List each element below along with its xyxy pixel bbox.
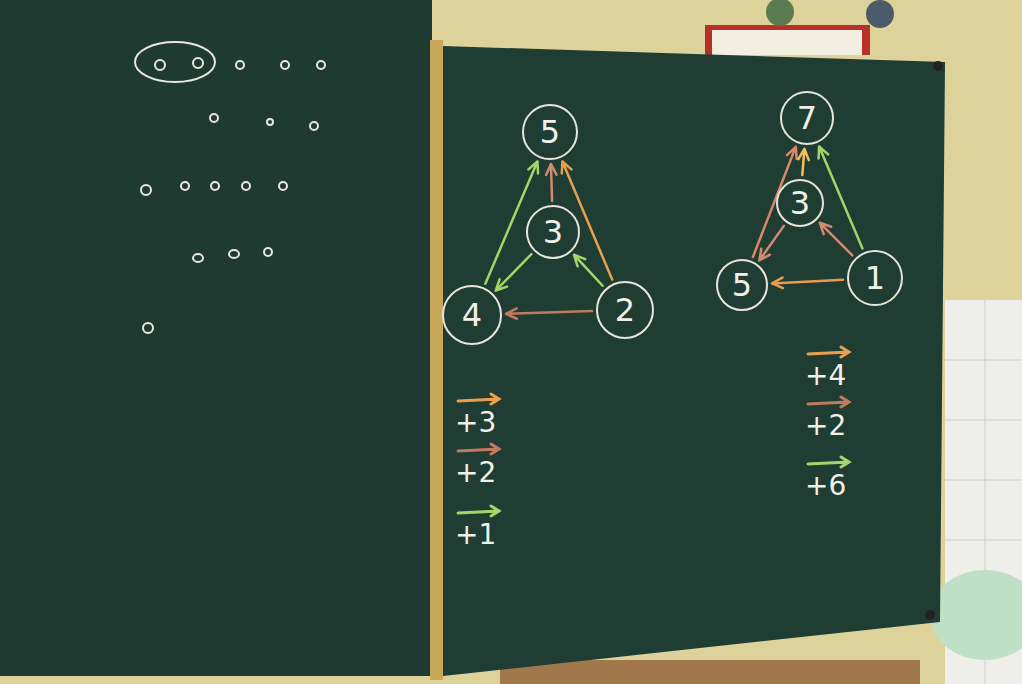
chalk-arrow (772, 278, 843, 288)
circle-number: 5 (540, 116, 560, 148)
legend-item: +4 (805, 345, 865, 390)
legend-arrow (455, 392, 505, 408)
wall-decoration (866, 0, 894, 28)
number-circle: 7 (780, 91, 834, 145)
circle-number: 5 (732, 269, 752, 301)
legend-text: +2 (805, 411, 865, 440)
legend-text: +2 (455, 458, 515, 487)
left-board (0, 0, 432, 676)
chalk-arrow (506, 308, 592, 318)
legend-text: +6 (805, 471, 865, 500)
shelf (500, 660, 920, 684)
circle-number: 2 (615, 294, 635, 326)
circle-number: 4 (462, 299, 482, 331)
chalk-arrow (496, 254, 532, 290)
number-circle: 4 (442, 285, 502, 345)
legend-text: +3 (455, 408, 515, 437)
chalk-arrow (574, 255, 603, 286)
circle-number: 1 (865, 262, 885, 294)
chalk-arrow (819, 147, 863, 249)
legend-text: +4 (805, 361, 865, 390)
board-screw (925, 610, 935, 620)
chalk-arrow (759, 226, 784, 261)
wall-decoration (766, 0, 794, 26)
circle-number: 3 (790, 187, 810, 219)
right-board (443, 46, 945, 676)
number-circle: 5 (522, 104, 578, 160)
poster (712, 30, 862, 55)
chalk-arrow (798, 149, 808, 175)
circle-number: 3 (543, 216, 563, 248)
legend-arrow (805, 455, 855, 471)
legend-item: +3 (455, 392, 515, 437)
legend-arrow (805, 395, 855, 411)
legend-item: +6 (805, 455, 865, 500)
chalk-arrow (546, 164, 556, 201)
chalk-arrow (820, 223, 853, 256)
sink (930, 570, 1022, 660)
chalk-dots (135, 42, 325, 333)
number-circle: 1 (847, 250, 903, 306)
number-circle: 3 (776, 179, 824, 227)
number-circle: 5 (716, 259, 768, 311)
legend-item: +2 (455, 442, 515, 487)
chalk-arrow (485, 161, 538, 283)
board-screw (933, 61, 943, 71)
poster-edge (705, 25, 870, 55)
chalk-arrow (562, 161, 612, 279)
board-hinge (430, 40, 443, 680)
legend-arrow (805, 345, 855, 361)
legend-item: +2 (805, 395, 865, 440)
legend-item: +1 (455, 504, 515, 549)
circle-number: 7 (797, 102, 817, 134)
number-circle: 2 (596, 281, 654, 339)
legend-text: +1 (455, 520, 515, 549)
number-circle: 3 (526, 205, 580, 259)
legend-arrow (455, 442, 505, 458)
legend-arrow (455, 504, 505, 520)
